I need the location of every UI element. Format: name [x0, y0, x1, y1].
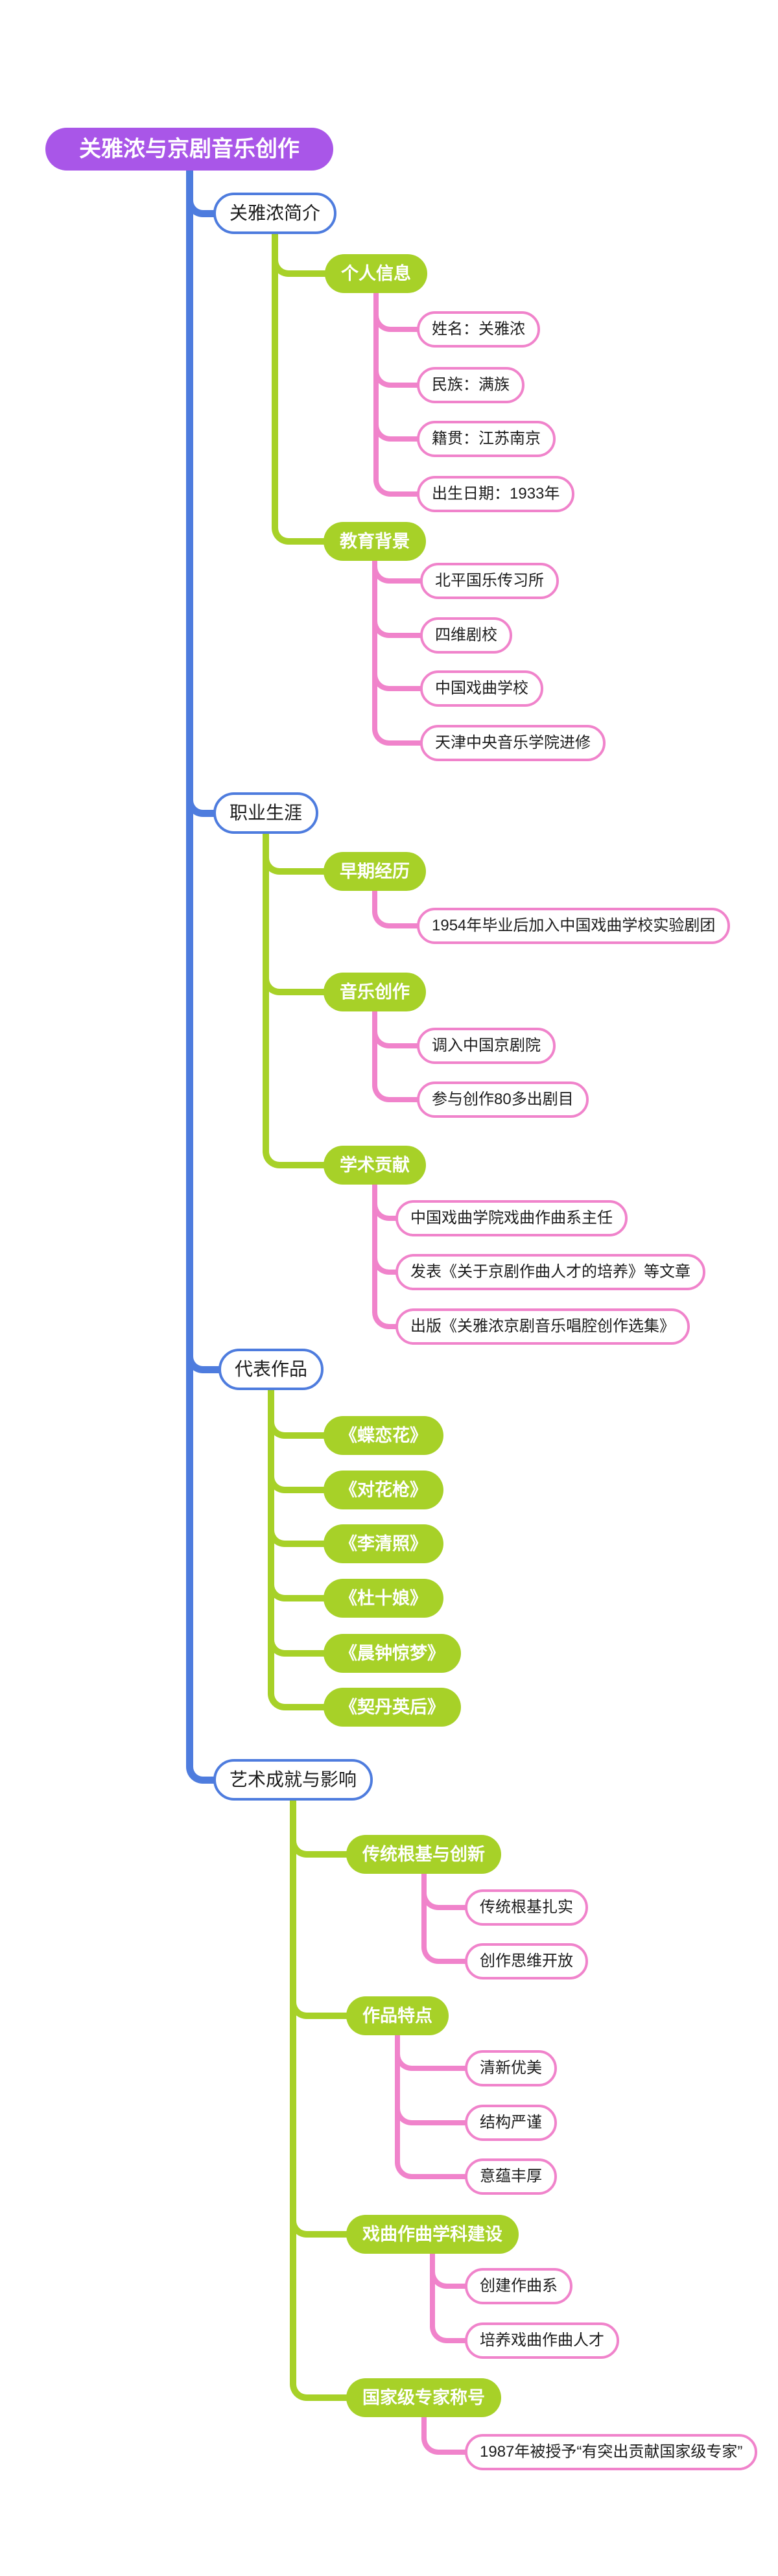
branch-curve [186, 191, 217, 217]
node-edu-tianjin[interactable]: 天津中央音乐学院进修 [420, 725, 606, 761]
branch-curve [268, 1631, 327, 1657]
branch-line [372, 1010, 377, 1087]
branch-line [373, 291, 379, 481]
node-edu-siwei[interactable]: 四维剧校 [420, 617, 512, 654]
branch-line [268, 1388, 274, 1694]
node-tradition-solid[interactable]: 传统根基扎实 [465, 1889, 588, 1926]
node-academic-article[interactable]: 发表《关于京剧作曲人才的培养》等文章 [395, 1254, 705, 1290]
node-music-80-plays[interactable]: 参与创作80多出剧目 [417, 1081, 589, 1118]
node-personal-info[interactable]: 个人信息 [325, 254, 427, 293]
node-feature-rich[interactable]: 意蕴丰厚 [465, 2158, 557, 2195]
node-intro[interactable]: 关雅浓简介 [213, 193, 337, 234]
branch-curve [421, 1884, 469, 1910]
node-edu-xiqu-school[interactable]: 中国戏曲学校 [420, 670, 543, 707]
branch-curve [290, 1832, 350, 1858]
branch-line [372, 1183, 377, 1314]
node-ethnicity[interactable]: 民族：满族 [417, 367, 525, 403]
node-academic-anthology[interactable]: 出版《关雅浓京剧音乐唱腔创作选集》 [395, 1308, 690, 1345]
node-feature-rigorous[interactable]: 结构严谨 [465, 2105, 557, 2141]
branch-curve [290, 1993, 350, 2019]
branch-curve [290, 2375, 350, 2401]
node-work-duihuaqiang[interactable]: 《对花枪》 [324, 1471, 443, 1509]
node-name[interactable]: 姓名：关雅浓 [417, 311, 540, 348]
node-education[interactable]: 教育背景 [324, 522, 426, 561]
branch-curve [372, 612, 424, 638]
branch-curve [263, 849, 327, 875]
branch-curve [272, 519, 327, 545]
branch-curve [268, 1521, 327, 1547]
node-music-transfer[interactable]: 调入中国京剧院 [417, 1028, 556, 1064]
branch-curve [268, 1684, 327, 1710]
branch-line [290, 1799, 296, 2385]
node-work-qidan[interactable]: 《契丹英后》 [324, 1688, 461, 1727]
branch-line [272, 232, 278, 528]
node-expert-1987[interactable]: 1987年被授予“有突出贡献国家级专家” [465, 2434, 758, 2470]
node-music-creation[interactable]: 音乐创作 [324, 973, 426, 1011]
branch-curve [372, 665, 424, 691]
node-career[interactable]: 职业生涯 [213, 792, 319, 834]
branch-curve [395, 2045, 469, 2071]
branch-curve [372, 1022, 421, 1048]
branch-curve [430, 2317, 469, 2343]
branch-curve [421, 2429, 469, 2455]
node-work-liqingzhao[interactable]: 《李清照》 [324, 1524, 443, 1563]
branch-line [372, 559, 377, 730]
node-early-experience[interactable]: 早期经历 [324, 852, 426, 891]
node-work-dushiniang[interactable]: 《杜十娘》 [324, 1579, 443, 1618]
branch-curve [372, 1249, 399, 1275]
branch-line [263, 832, 269, 1152]
branch-line [186, 169, 193, 1767]
node-root[interactable]: 关雅浓与京剧音乐创作 [45, 128, 333, 171]
branch-curve [372, 1076, 421, 1102]
node-discipline-create[interactable]: 创建作曲系 [465, 2268, 572, 2304]
branch-curve [373, 416, 421, 442]
branch-line [372, 889, 377, 913]
node-feature-fresh[interactable]: 清新优美 [465, 2050, 557, 2086]
node-tradition-innovation[interactable]: 传统根基与创新 [346, 1835, 501, 1874]
node-work-dielianhua[interactable]: 《蝶恋花》 [324, 1416, 443, 1455]
branch-curve [372, 558, 424, 584]
branch-line [421, 1872, 427, 1948]
branch-curve [268, 1467, 327, 1493]
branch-curve [372, 720, 424, 746]
node-birthplace[interactable]: 籍贯：江苏南京 [417, 421, 556, 457]
node-birthdate[interactable]: 出生日期：1933年 [417, 476, 575, 512]
branch-curve [268, 1576, 327, 1601]
branch-curve [395, 2099, 469, 2125]
node-discipline-building[interactable]: 戏曲作曲学科建设 [346, 2215, 519, 2254]
node-tradition-open[interactable]: 创作思维开放 [465, 1943, 588, 1979]
branch-curve [373, 306, 421, 332]
branch-curve [263, 969, 327, 995]
node-expert-title[interactable]: 国家级专家称号 [346, 2378, 501, 2417]
branch-curve [263, 1142, 327, 1168]
node-work-features[interactable]: 作品特点 [346, 1996, 449, 2035]
branch-curve [372, 1303, 399, 1329]
node-early-1954[interactable]: 1954年毕业后加入中国戏曲学校实验剧团 [417, 908, 731, 944]
branch-curve [372, 903, 421, 928]
branch-curve [186, 1347, 222, 1373]
branch-curve [421, 1938, 469, 1964]
branch-curve [373, 362, 421, 388]
branch-line [430, 2252, 435, 2328]
branch-curve [372, 1195, 399, 1221]
node-work-chenzhong[interactable]: 《晨钟惊梦》 [324, 1634, 461, 1673]
node-academic-contribution[interactable]: 学术贡献 [324, 1146, 426, 1185]
node-works[interactable]: 代表作品 [218, 1349, 324, 1390]
branch-curve [268, 1413, 327, 1439]
branch-curve [395, 2153, 469, 2179]
branch-line [395, 2033, 400, 2164]
node-academic-director[interactable]: 中国戏曲学院戏曲作曲系主任 [395, 1200, 628, 1236]
node-edu-beiping[interactable]: 北平国乐传习所 [420, 563, 559, 599]
node-discipline-talent[interactable]: 培养戏曲作曲人才 [465, 2322, 619, 2359]
branch-curve [272, 251, 329, 277]
branch-curve [186, 1757, 217, 1784]
branch-line [421, 2415, 427, 2439]
node-achievement[interactable]: 艺术成就与影响 [213, 1759, 373, 1801]
branch-curve [290, 2212, 350, 2238]
branch-curve [373, 471, 421, 497]
branch-curve [186, 790, 217, 817]
branch-curve [430, 2263, 469, 2289]
